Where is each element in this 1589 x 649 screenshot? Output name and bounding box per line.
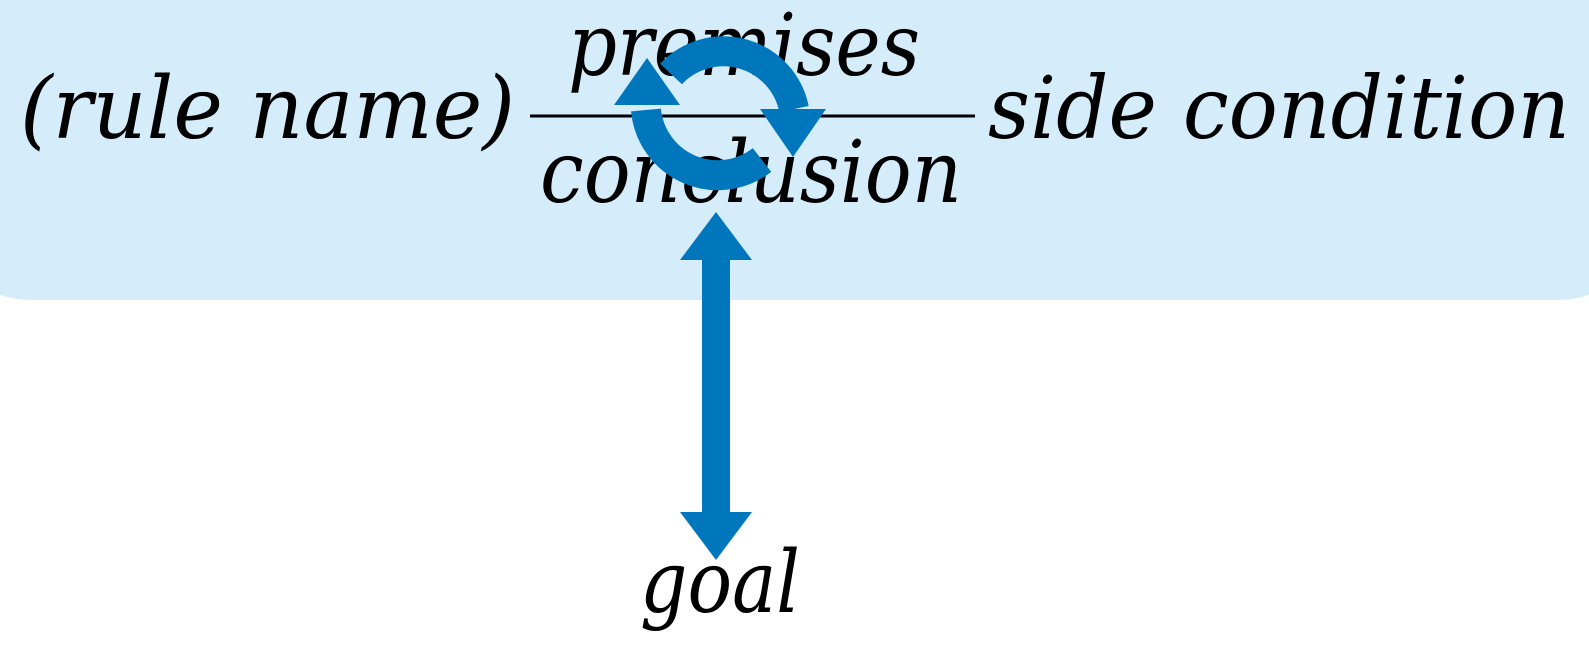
cycle-arrowhead-right: [760, 109, 826, 157]
cycle-upper-arc: [660, 36, 809, 113]
goal-label: goal: [640, 533, 800, 633]
arrow-head-up: [680, 212, 752, 260]
side-condition-label: side condition: [988, 59, 1570, 159]
refresh-cycle-icon: [614, 36, 826, 191]
arrow-head-down: [680, 512, 752, 560]
cycle-arrowhead-left: [614, 58, 680, 105]
rule-name-label: (rule name): [20, 59, 515, 159]
double-headed-arrow-icon: [680, 212, 752, 560]
cycle-lower-arc: [631, 108, 772, 191]
arrow-shaft: [702, 258, 730, 514]
